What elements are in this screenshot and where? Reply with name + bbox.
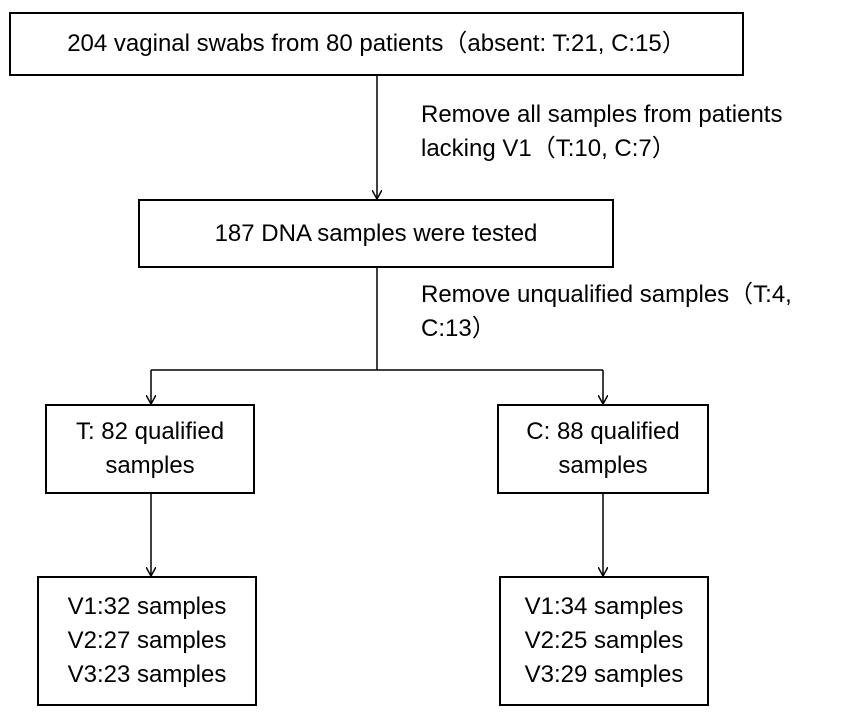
t-visit-v2: V2:27 samples [67, 627, 227, 654]
c-visit-v2: V2:25 samples [524, 627, 684, 654]
note-remove-unqualified-line1: Remove unqualified samples（T:4, [421, 281, 792, 308]
note-remove-unqualified: Remove unqualified samples（T:4, C:13） [421, 278, 792, 346]
box-t-qualified: T: 82 qualified samples [45, 404, 255, 494]
c-visit-v1: V1:34 samples [524, 593, 684, 620]
c-visit-v3: V3:29 samples [524, 661, 684, 688]
box-dna-tested-text: 187 DNA samples were tested [214, 219, 538, 247]
note-remove-unqualified-line2: C:13） [421, 315, 496, 342]
box-c-qualified: C: 88 qualified samples [497, 404, 709, 494]
box-t-qualified-line2: samples [105, 452, 195, 479]
box-t-visits: V1:32 samples V2:27 samples V3:23 sample… [37, 576, 257, 706]
box-t-qualified-line1: T: 82 qualified [75, 418, 225, 445]
box-initial-swabs: 204 vaginal swabs from 80 patients（absen… [9, 12, 744, 76]
t-visit-v1: V1:32 samples [67, 593, 227, 620]
note-remove-v1-line1: Remove all samples from patients [421, 101, 783, 128]
note-remove-v1: Remove all samples from patients lacking… [421, 98, 782, 166]
box-dna-tested: 187 DNA samples were tested [138, 199, 614, 268]
t-visit-v3: V3:23 samples [67, 661, 227, 688]
box-c-visits: V1:34 samples V2:25 samples V3:29 sample… [499, 576, 709, 706]
box-initial-swabs-text: 204 vaginal swabs from 80 patients（absen… [67, 30, 686, 57]
box-c-qualified-line1: C: 88 qualified [526, 418, 680, 445]
box-c-qualified-line2: samples [558, 452, 648, 479]
note-remove-v1-line2: lacking V1（T:10, C:7） [421, 135, 676, 162]
